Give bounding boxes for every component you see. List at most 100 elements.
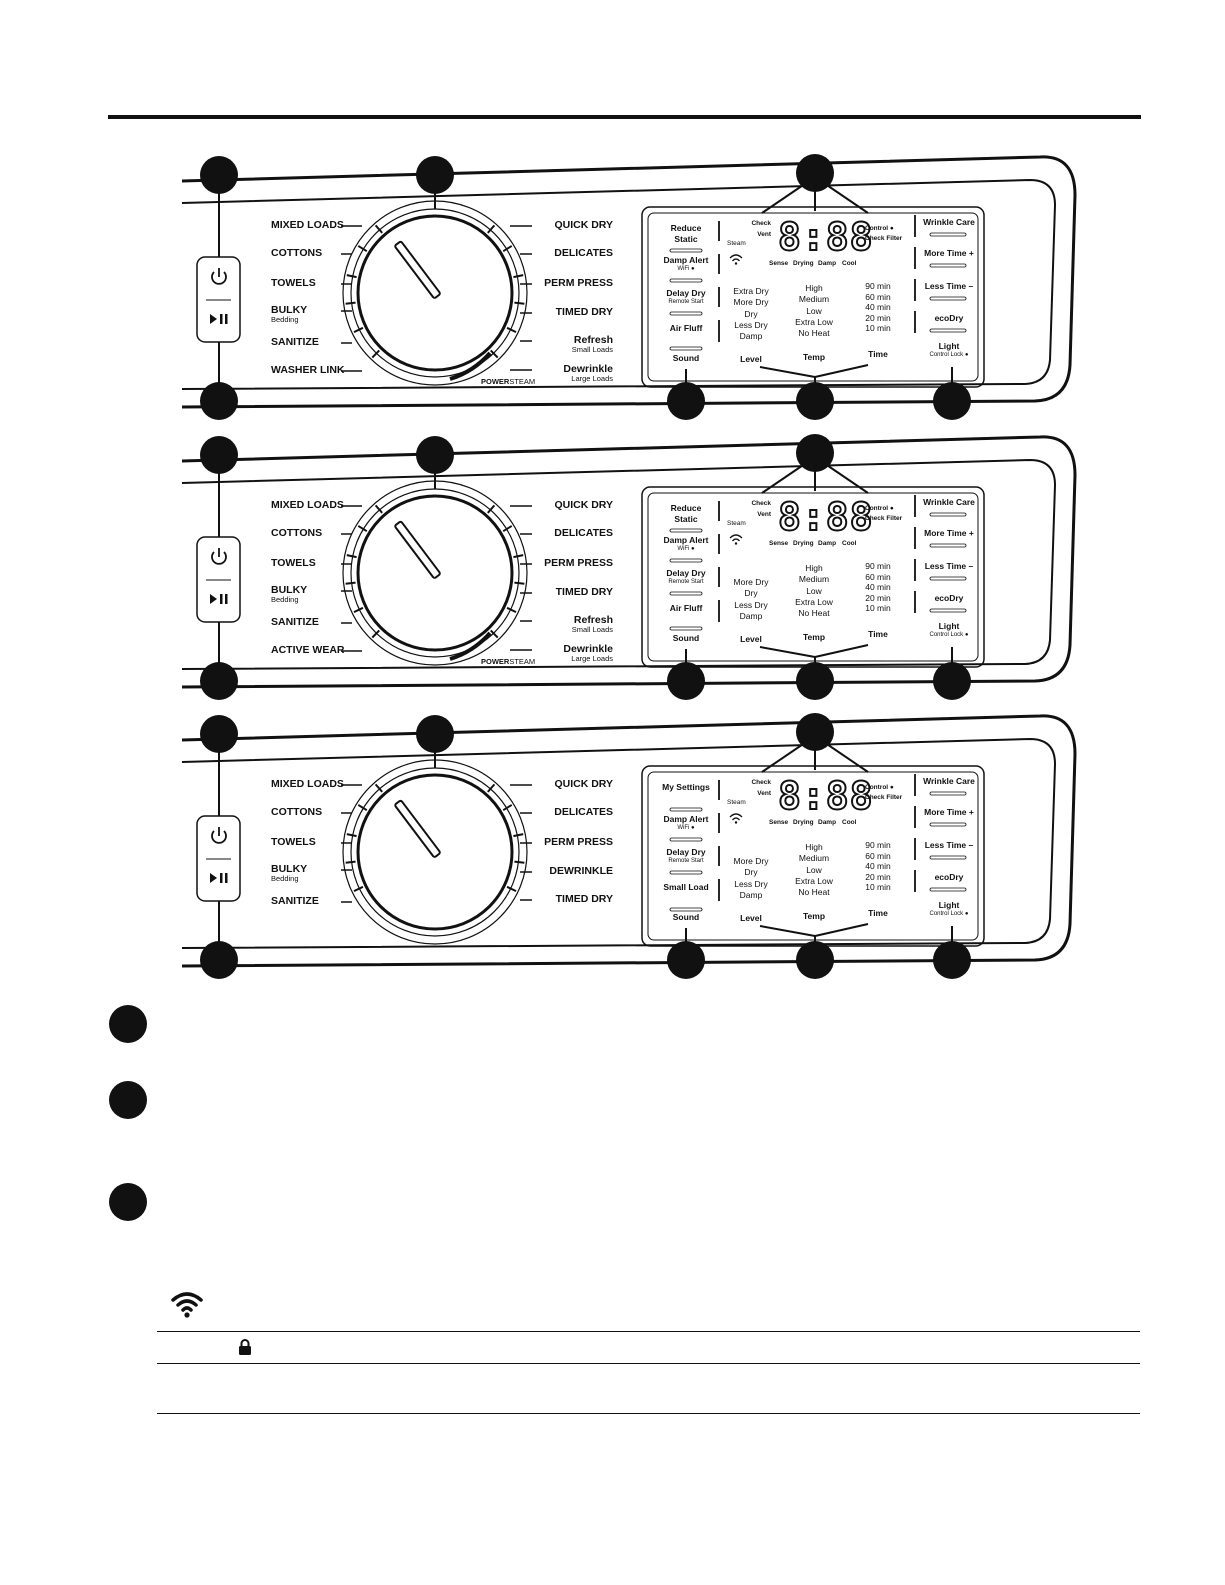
panel-1-right-indicator-2 <box>929 296 967 301</box>
panel-2-status-0-text: Sense <box>769 540 789 547</box>
panel-1-time-4-text: 10 min <box>865 323 891 334</box>
panel-1-callout-light <box>933 382 971 420</box>
legend-badge-2 <box>109 1081 147 1119</box>
panel-3-right-label-2: PERM PRESS <box>535 837 613 848</box>
panel-2-right-label-5-sub: Large Loads <box>571 654 613 663</box>
lock-icon <box>239 1339 251 1355</box>
panel-3-time-label-text: Time <box>868 908 888 918</box>
panel-3-time-4: 10 min <box>860 882 896 893</box>
panel-2-right-indicator-2 <box>929 576 967 581</box>
panel-3-display-right-2-text: Less Time – <box>924 840 974 850</box>
panel-3-callout-light <box>933 941 971 979</box>
panel-1-power-steam-label: POWERSTEAM <box>481 377 535 386</box>
panel-3-display-left-0-text: My Settings <box>662 782 710 792</box>
panel-3-temp-0: High <box>790 842 838 853</box>
panel-3-status-1: Drying <box>793 818 814 829</box>
panel-1-right-label-3: TIMED DRY <box>535 307 613 318</box>
panel-1-display-wifi-icon <box>729 254 743 259</box>
panel-3-left-tick-4 <box>353 885 364 893</box>
panel-2-display-right-3: ecoDry <box>920 593 978 604</box>
panel-1-temp-label: Temp <box>798 352 830 363</box>
panel-1-level-3-text: Less Dry <box>734 319 768 330</box>
panel-2-right-indicator-1 <box>929 543 967 548</box>
panel-3-left-label-0-text: MIXED LOADS <box>271 778 344 790</box>
panel-2-level-1: Dry <box>730 588 772 599</box>
panel-1-temp-0: High <box>790 283 838 294</box>
panel-1-temp-4-text: No Heat <box>798 328 830 339</box>
panel-3-right-label-0-text: QUICK DRY <box>554 778 613 790</box>
panel-1-display-inner <box>647 212 979 382</box>
panel-2-time-2: 40 min <box>860 582 896 593</box>
panel-2-display-left-2-sub: Remote Start <box>668 578 704 585</box>
panel-2-level-1-text: Dry <box>744 588 758 599</box>
panel-1-display-right-1: More Time + <box>920 248 978 259</box>
panel-2-temp-2-text: Low <box>806 585 822 596</box>
wifi-icon <box>171 1292 203 1318</box>
panel-2-right-label-4-text: Refresh <box>573 614 613 626</box>
panel-1-right-tick-2 <box>513 274 524 279</box>
panel-1-check-filter-text: Check Filter <box>865 235 903 242</box>
panel-2-temp-3-text: Extra Low <box>795 596 833 607</box>
panel-1-left-tick-4 <box>353 326 364 334</box>
panel-3-time-4-text: 10 min <box>865 882 891 893</box>
panel-2-callout-light <box>933 662 971 700</box>
legend-badge-1 <box>109 1005 147 1043</box>
panel-3-callout-cycle-options <box>796 941 834 979</box>
panel-1-steam: Steam <box>727 239 746 250</box>
panel-1-right-indicator-3 <box>929 328 967 333</box>
panel-1-left-label-3-text: BULKY <box>271 304 308 316</box>
panel-2-display-right-4-text: Light <box>938 621 960 631</box>
panel-1-display-wifi-dot <box>734 262 738 265</box>
panel-3-right-label-4-text: TIMED DRY <box>555 893 613 905</box>
panel-3-play-pause-icon <box>210 873 217 883</box>
panel-1-bottom-fan-right <box>814 364 869 378</box>
panel-1-inner-outline <box>181 178 1057 390</box>
panel-1-right-tick-3 <box>514 301 525 305</box>
panel-3-steam: Steam <box>727 798 746 809</box>
panel-1-check-vent-text: Check Vent <box>751 220 771 238</box>
panel-1-status-0-text: Sense <box>769 260 789 267</box>
panel-3-left-label-0: MIXED LOADS <box>271 779 344 790</box>
panel-1-left-label-0: MIXED LOADS <box>271 220 344 231</box>
panel-2-display-right-3-text: ecoDry <box>934 593 964 603</box>
panel-3-status-1-text: Drying <box>793 819 814 826</box>
panel-1-display-right-2-text: Less Time – <box>924 281 974 291</box>
panel-1-level-2: Dry <box>730 309 772 320</box>
panel-2-status-3-text: Cool <box>842 540 857 547</box>
panel-1-check-vent: Check Vent <box>743 219 771 240</box>
panel-1-display-wifi-icon-inner <box>732 258 740 262</box>
panel-3-status-0-text: Sense <box>769 819 789 826</box>
panel-2-display-left-4: Sound <box>660 633 712 644</box>
panel-1-left-tick-2 <box>346 274 357 279</box>
panel-2-temp-4: No Heat <box>790 608 838 619</box>
panel-1-display-left-1-sub: WiFi ● <box>677 265 695 272</box>
panel-1-time-3: 20 min <box>860 313 896 324</box>
panel-2-temp-1-text: Medium <box>798 574 830 585</box>
panel-3-inner-outline <box>181 737 1057 949</box>
panel-3-left-label-4-text: SANITIZE <box>271 895 319 907</box>
panel-2-right-label-1: DELICATES <box>535 528 613 539</box>
panel-3-check-vent-text: Check Vent <box>751 779 771 797</box>
panel-1-temp-3-text: Extra Low <box>795 316 833 327</box>
panel-2-time-3-text: 20 min <box>865 592 891 603</box>
panel-1-steam-arc <box>449 351 492 381</box>
panel-2-time-0: 90 min <box>860 561 896 572</box>
panel-2-level-label-text: Level <box>740 634 762 644</box>
panel-3-right-indicator-1 <box>929 822 967 827</box>
panel-3-right-label-1-text: DELICATES <box>554 806 613 818</box>
panel-2-right-tick-3 <box>514 581 525 585</box>
panel-1-status-3-text: Cool <box>842 260 857 267</box>
panel-1-temp-4: No Heat <box>790 328 838 339</box>
panel-1-temp-label-text: Temp <box>802 352 826 362</box>
panel-2-callout-display <box>796 434 834 472</box>
panel-3-time-3: 20 min <box>860 872 896 883</box>
panel-2-right-label-3: TIMED DRY <box>535 587 613 598</box>
panel-3-display-inner <box>647 771 979 941</box>
panel-3-callout-power <box>200 715 238 753</box>
panel-1-temp-0-text: High <box>805 283 823 293</box>
panel-1-right-label-5-text: Dewrinkle <box>563 363 613 375</box>
